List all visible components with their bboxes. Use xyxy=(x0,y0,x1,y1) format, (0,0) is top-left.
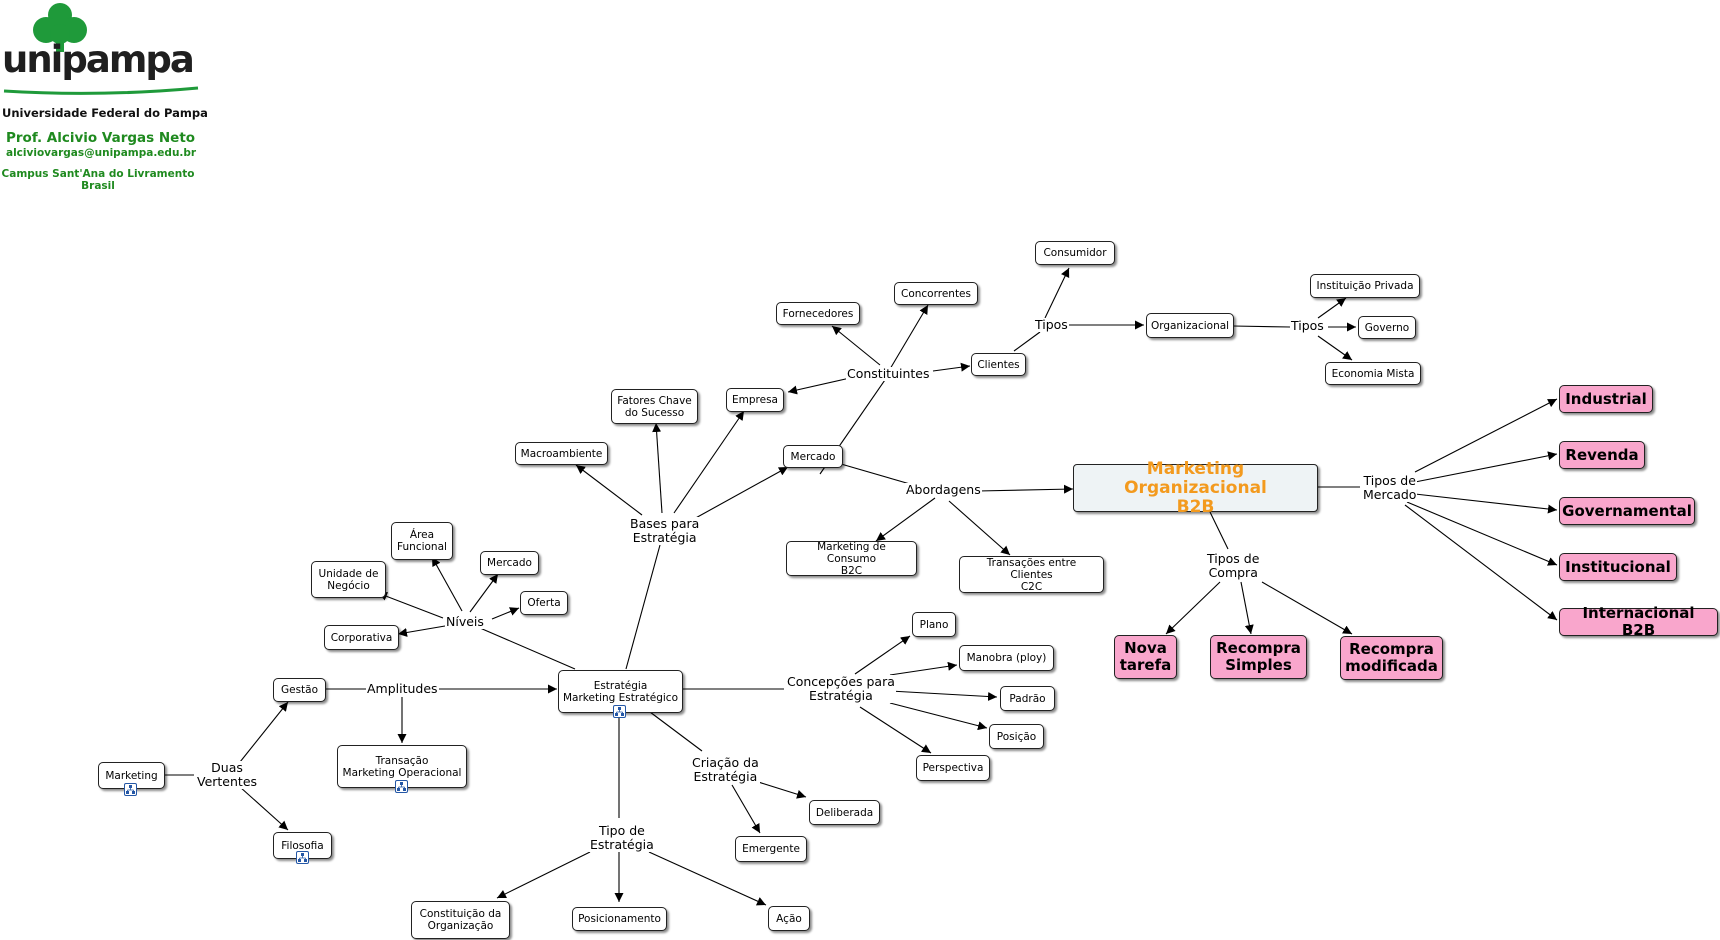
link-label-amplitudes: Amplitudes xyxy=(366,681,439,696)
market-type-institucional[interactable]: Institucional xyxy=(1559,553,1677,581)
university-name: Universidade Federal do Pampa xyxy=(2,106,208,120)
concept-node-organizacional[interactable]: Organizacional xyxy=(1146,313,1234,338)
campus-location: Campus Sant'Ana do Livramento Brasil xyxy=(1,168,195,192)
concept-node-fatores-chave[interactable]: Fatores Chave do Sucesso xyxy=(611,389,698,424)
concept-node-posicao[interactable]: Posição xyxy=(989,724,1044,749)
link-label-tipos-compra: Tipos de Compra xyxy=(1206,551,1261,580)
concept-node-instituicao-privada[interactable]: Instituição Privada xyxy=(1310,274,1420,298)
concept-node-economia-mista[interactable]: Economia Mista xyxy=(1325,362,1421,385)
tree-logo-icon xyxy=(33,3,87,52)
concept-node-area-funcional[interactable]: Área Funcional xyxy=(391,522,453,560)
logo-swoosh xyxy=(3,86,199,95)
concept-node-constituicao[interactable]: Constituição da Organização xyxy=(411,901,510,939)
submap-icon[interactable] xyxy=(296,851,309,864)
link-label-abordagens: Abordagens xyxy=(905,482,982,497)
institution-header: unipampa Universidade Federal do Pampa P… xyxy=(0,0,208,200)
concept-node-mercado-nivel[interactable]: Mercado xyxy=(480,551,539,575)
concept-node-oferta[interactable]: Oferta xyxy=(520,591,568,615)
logo-wordmark: unipampa xyxy=(2,38,195,81)
link-label-tipos-organizacional: Tipos xyxy=(1290,318,1325,333)
concept-node-concorrentes[interactable]: Concorrentes xyxy=(894,282,978,305)
submap-icon[interactable] xyxy=(395,780,408,793)
concept-node-clientes[interactable]: Clientes xyxy=(971,353,1026,376)
concept-node-manobra[interactable]: Manobra (ploy) xyxy=(959,645,1054,671)
concept-node-empresa[interactable]: Empresa xyxy=(726,388,784,412)
concept-node-plano[interactable]: Plano xyxy=(912,612,956,637)
concept-node-marketing[interactable]: Marketing xyxy=(98,762,165,789)
link-label-duas-vertentes: Duas Vertentes xyxy=(196,760,259,789)
concept-node-padrao[interactable]: Padrão xyxy=(1000,686,1055,711)
purchase-type-recompra-modificada[interactable]: Recompra modificada xyxy=(1340,636,1443,680)
concept-node-perspectiva[interactable]: Perspectiva xyxy=(916,755,990,781)
concept-node-acao[interactable]: Ação xyxy=(768,906,810,931)
concept-node-mercado[interactable]: Mercado xyxy=(783,445,843,468)
concept-node-fornecedores[interactable]: Fornecedores xyxy=(776,302,860,325)
central-node-marketing-b2b[interactable]: Marketing Organizacional B2B xyxy=(1073,459,1318,516)
concept-node-deliberada[interactable]: Deliberada xyxy=(809,800,880,825)
concept-node-governo[interactable]: Governo xyxy=(1358,316,1416,339)
market-type-revenda[interactable]: Revenda xyxy=(1559,441,1645,469)
link-label-tipos-mercado: Tipos de Mercado xyxy=(1362,473,1418,502)
concept-node-emergente[interactable]: Emergente xyxy=(735,836,807,862)
purchase-type-nova-tarefa[interactable]: Nova tarefa xyxy=(1114,635,1177,679)
link-label-bases-estrategia: Bases para Estratégia xyxy=(629,516,701,545)
concept-node-transacoes-clientes[interactable]: Transações entre Clientes C2C xyxy=(959,556,1104,593)
professor-name: Prof. Alcivio Vargas Neto xyxy=(6,130,196,146)
link-label-concepcoes: Concepções para Estratégia xyxy=(786,674,896,703)
market-type-industrial[interactable]: Industrial xyxy=(1559,385,1653,413)
professor-email: alciviovargas@unipampa.edu.br xyxy=(6,147,197,159)
concept-node-marketing-consumo[interactable]: Marketing de Consumo B2C xyxy=(786,541,917,577)
link-label-tipos-clientes: Tipos xyxy=(1034,317,1069,332)
submap-icon[interactable] xyxy=(124,783,137,796)
concept-node-posicionamento[interactable]: Posicionamento xyxy=(572,907,667,931)
market-type-governamental[interactable]: Governamental xyxy=(1559,497,1695,525)
link-label-constituintes: Constituintes xyxy=(846,366,931,381)
market-type-internacional[interactable]: Internacional B2B xyxy=(1559,605,1718,639)
link-label-criacao: Criação da Estratégia xyxy=(691,755,760,784)
concept-node-gestao[interactable]: Gestão xyxy=(273,678,326,702)
concept-node-consumidor[interactable]: Consumidor xyxy=(1035,241,1115,265)
concept-node-macroambiente[interactable]: Macroambiente xyxy=(515,442,608,465)
concept-node-corporativa[interactable]: Corporativa xyxy=(324,625,399,650)
concept-node-unidade-negocio[interactable]: Unidade de Negócio xyxy=(311,561,386,598)
purchase-type-recompra-simples[interactable]: Recompra Simples xyxy=(1210,635,1307,679)
link-label-tipo-estrategia: Tipo de Estratégia xyxy=(589,823,655,852)
submap-icon[interactable] xyxy=(613,705,626,718)
link-label-niveis: Níveis xyxy=(445,614,485,629)
